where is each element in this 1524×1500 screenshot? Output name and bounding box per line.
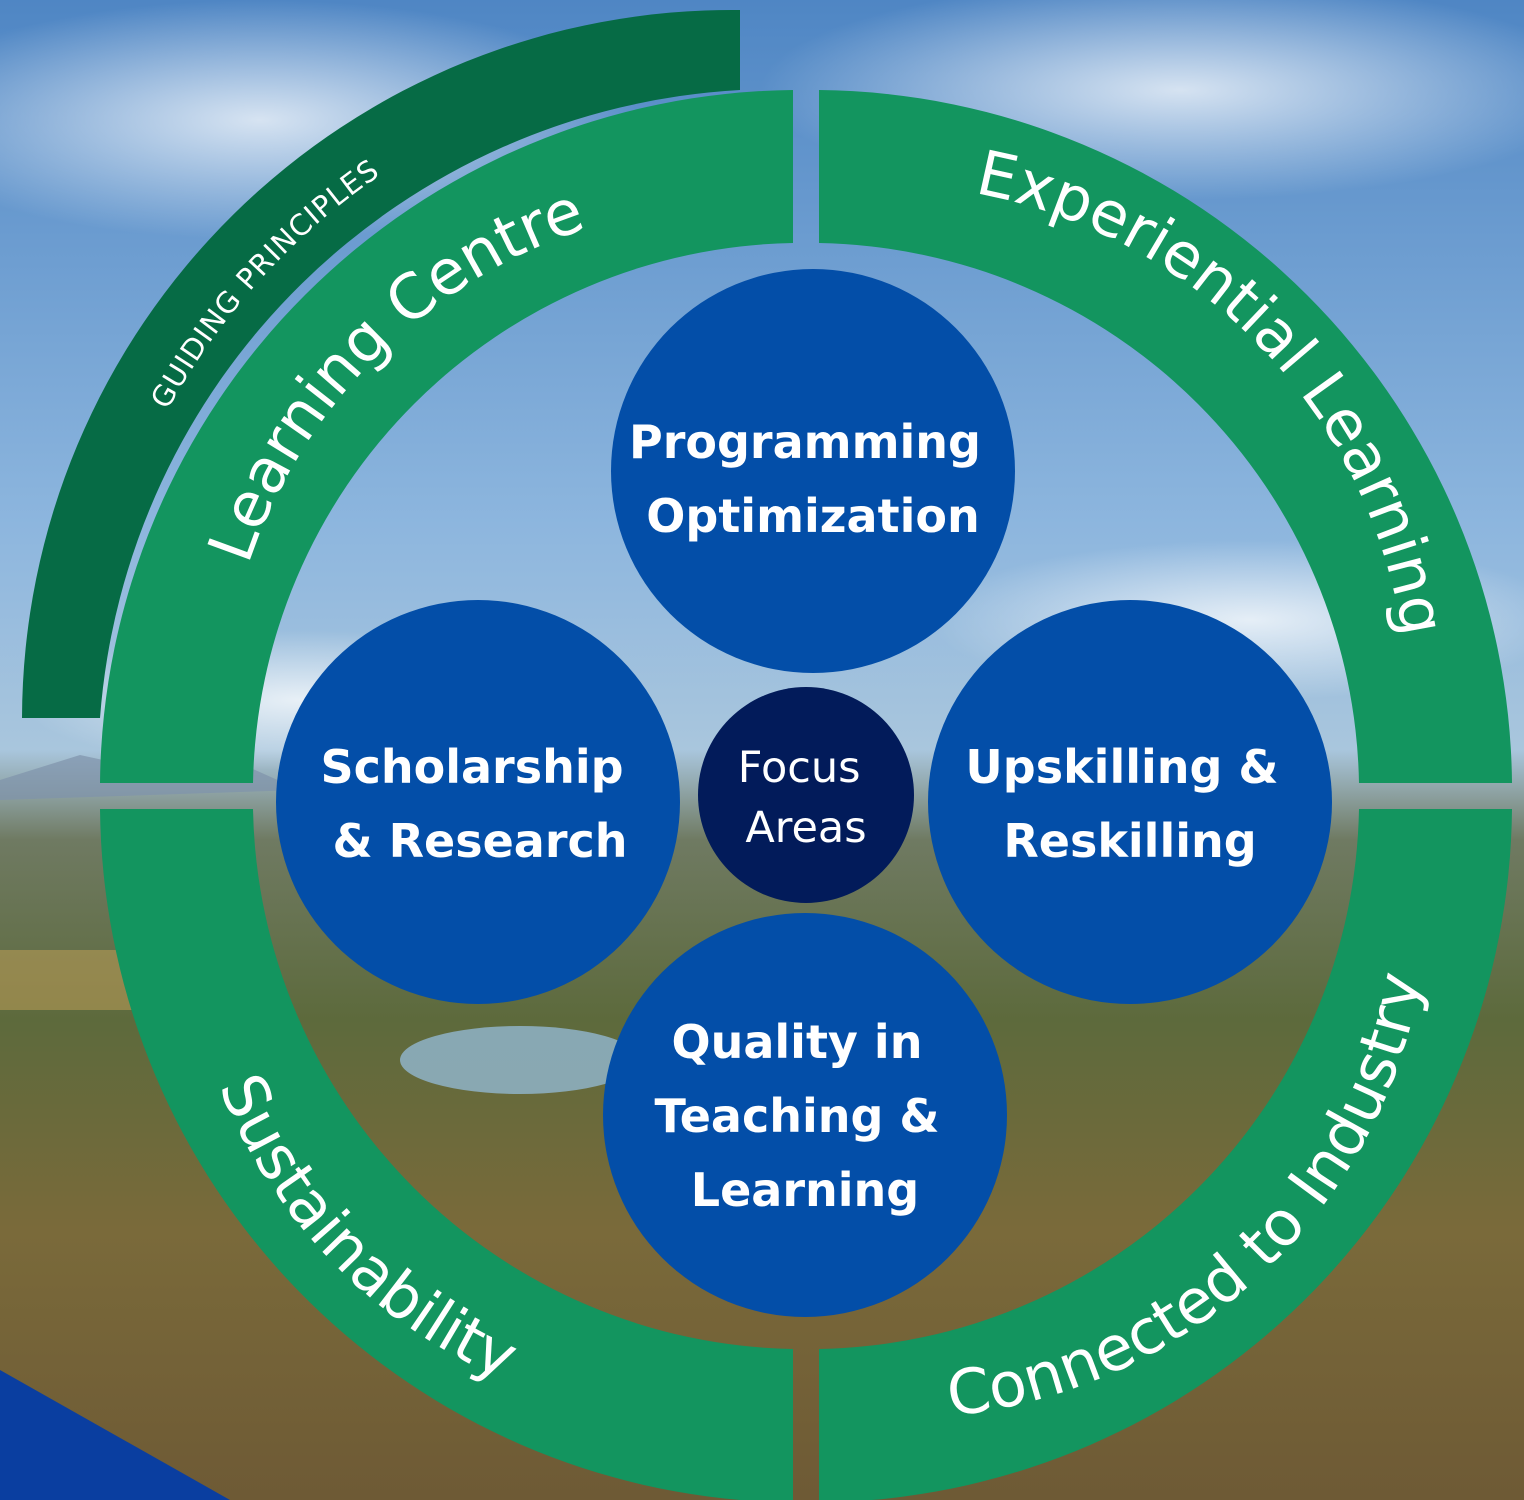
focus-label-programming-optimization: Programming Optimization [629, 415, 997, 543]
principle-segment-sustainability [100, 809, 793, 1500]
guiding-principles-band [22, 9, 740, 719]
focus-label-upskilling-reskilling: Upskilling & Reskilling [965, 740, 1294, 868]
focus-areas-center-label: Focus Areas [738, 743, 874, 853]
focus-circle-quality-teaching-learning [603, 913, 1007, 1317]
principle-segment-connected-to-industry [819, 809, 1512, 1500]
principle-segment-learning-centred [100, 90, 793, 783]
focus-label-scholarship-research: Scholarship & Research [320, 740, 639, 868]
river [400, 1026, 640, 1094]
focus-circle-scholarship-research [276, 600, 680, 1004]
focus-circle-programming-optimization [611, 269, 1015, 673]
focus-label-quality-teaching-learning: Quality in Teaching & Learning [654, 1015, 955, 1217]
corner-accent [0, 1370, 230, 1500]
focus-circle-upskilling-reskilling [928, 600, 1332, 1004]
principle-segment-experiential-learning [819, 90, 1512, 783]
focus-areas-center-circle [698, 687, 914, 903]
